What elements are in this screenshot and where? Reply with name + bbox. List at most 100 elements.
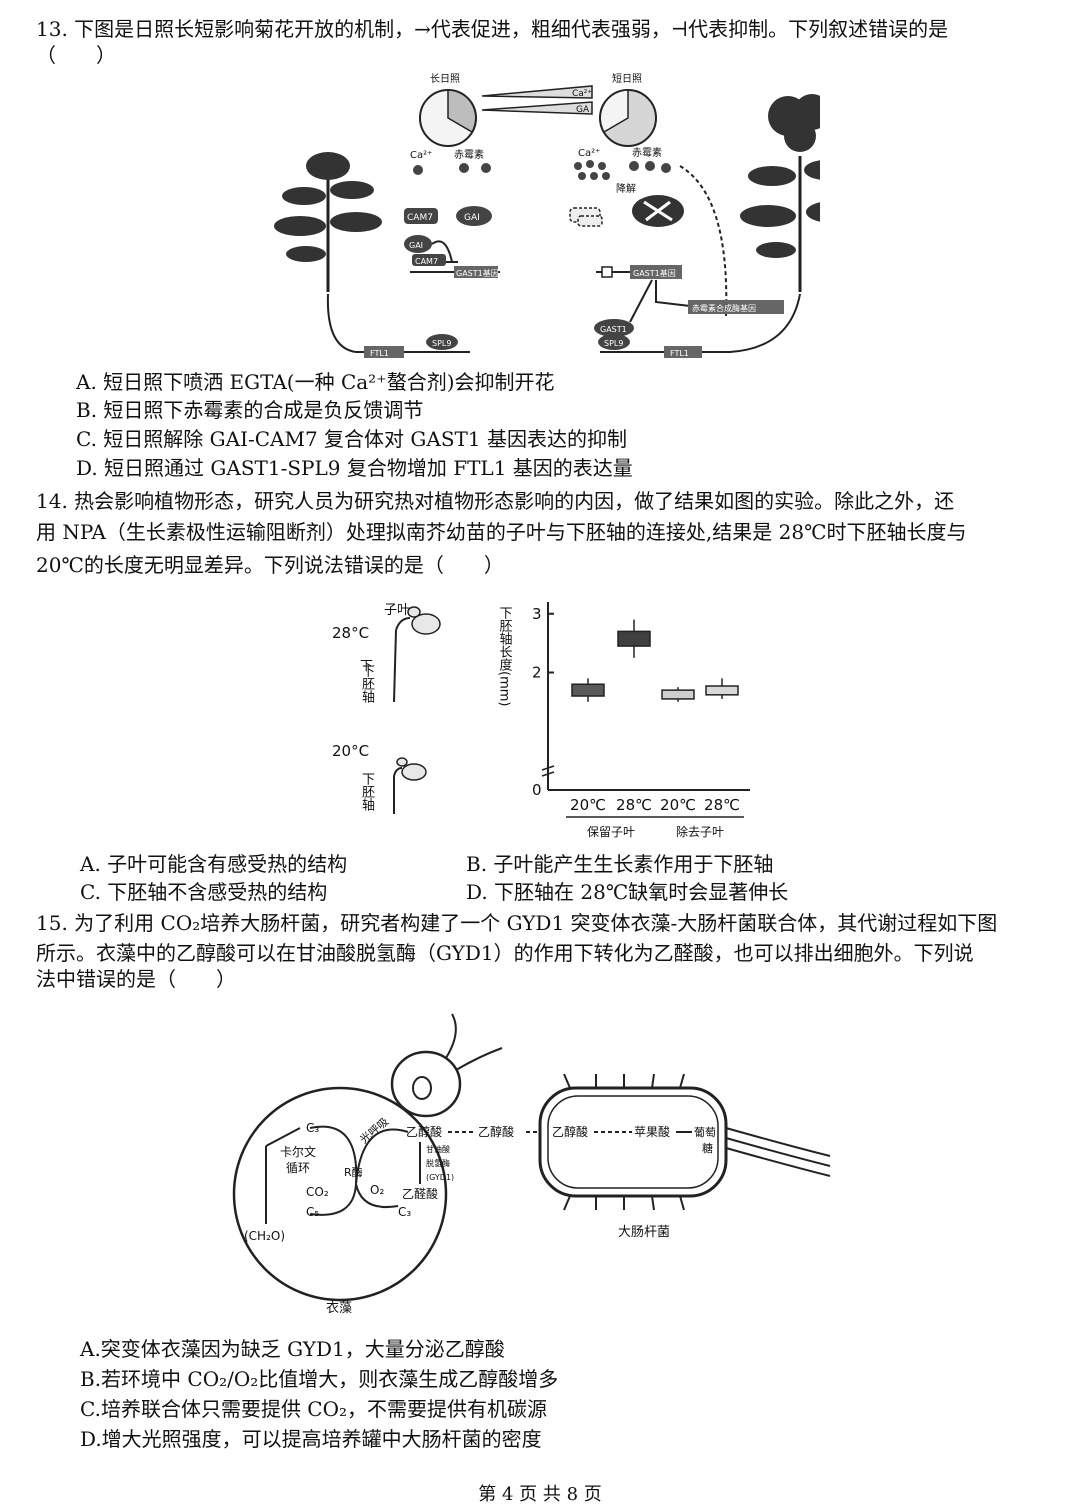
- ecoli-label: 大肠杆菌: [618, 1225, 670, 1240]
- q13-option-b[interactable]: B. 短日照下赤霉素的合成是负反馈调节: [76, 398, 424, 422]
- short-day-pie: [599, 89, 657, 147]
- q14-stem-line3: 20℃的长度无明显差异。下列说法错误的是（ ）: [36, 553, 504, 577]
- x-tick-label: 28℃: [704, 796, 740, 814]
- ecoli-path-2: 苹果酸: [634, 1124, 670, 1139]
- temp-high-label: 28°C: [332, 624, 369, 642]
- box-plot-box: [617, 630, 651, 647]
- co2-label: CO₂: [306, 1185, 329, 1199]
- q15-option-c[interactable]: C.培养联合体只需要提供 CO₂，不需要提供有机碳源: [80, 1397, 548, 1421]
- arrow-to-gast1: [629, 279, 653, 323]
- q15-option-a[interactable]: A.突变体衣藻因为缺乏 GYD1，大量分泌乙醇酸: [80, 1337, 505, 1361]
- cam7-label: CAM7: [407, 213, 433, 223]
- q13-option-a[interactable]: A. 短日照下喷洒 EGTA(一种 Ca²⁺螯合剂)会抑制开花: [76, 370, 555, 394]
- photoresp-arc: [355, 1128, 409, 1185]
- calvin-label-1: 卡尔文: [280, 1144, 316, 1159]
- inhibit-arrow: [431, 240, 453, 263]
- q14-option-b[interactable]: B. 子叶能产生生长素作用于下胚轴: [466, 852, 774, 876]
- gast1-gene-left-label: GAST1基因: [456, 268, 499, 278]
- left-plant-image: [274, 152, 382, 292]
- q14-option-d[interactable]: D. 下胚轴在 28℃缺氧时会显著伸长: [466, 880, 789, 904]
- ga-synth-gene-label: 赤霉素合成酶基因: [692, 303, 756, 313]
- x-tick-label: 20℃: [570, 796, 606, 814]
- hypocotyl-bottom-vertical: 下胚轴: [359, 772, 374, 811]
- r-enzyme-label: R酶: [344, 1166, 363, 1179]
- enzyme-label-1: 甘油酸: [426, 1144, 450, 1154]
- glycolic-out-label: 乙醇酸: [478, 1124, 514, 1139]
- flowering-arrow-right: [729, 293, 801, 353]
- ecoli-path-3: 葡萄: [694, 1126, 716, 1139]
- x-tick-label: 28℃: [616, 796, 652, 814]
- q15-stem-line2: 所示。衣藻中的乙醇酸可以在甘油酸脱氢酶（GYD1）的作用下转化为乙醛酸，也可以排…: [36, 941, 974, 965]
- seedling-short-image: [393, 757, 427, 814]
- q14-stem-line1: 14. 热会影响植物形态，研究人员为研究热对植物形态影响的内因，做了结果如图的实…: [36, 489, 955, 513]
- ga-synth-gene: [688, 300, 784, 314]
- spl9-left-blob: [426, 334, 458, 350]
- calvin-label-2: 循环: [286, 1161, 310, 1175]
- right-plant-image: [740, 94, 820, 292]
- group-label: 除去子叶: [676, 824, 724, 839]
- gai-blob: [456, 206, 492, 226]
- gai2-blob: [404, 235, 432, 253]
- ca-left-label: Ca²⁺: [410, 150, 432, 161]
- cam7b-label: CAM7: [415, 257, 438, 266]
- ga-left-label: 赤霉素: [454, 148, 484, 161]
- gast1-gene-right: [630, 265, 682, 279]
- short-day-label: 短日照: [612, 72, 642, 85]
- q13-option-d[interactable]: D. 短日照通过 GAST1-SPL9 复合物增加 FTL1 基因的表达量: [76, 456, 633, 480]
- long-day-label: 长日照: [430, 73, 460, 85]
- seedling-tall-image: [393, 606, 441, 703]
- group-label: 保留子叶: [587, 825, 635, 839]
- glycolic-label: 乙醇酸: [406, 1124, 442, 1139]
- feedback-dashed-arrow: [679, 165, 728, 317]
- gast1-gene-left: [454, 266, 498, 278]
- o2-label: O₂: [370, 1183, 384, 1197]
- degrade-label: 降解: [616, 182, 636, 195]
- spl9-right-label: SPL9: [604, 339, 623, 348]
- gast1-gene-right-label: GAST1基因: [633, 268, 676, 278]
- ga-dot-icon: [481, 163, 491, 173]
- c3-top-label: C₃: [306, 1121, 319, 1135]
- q15-stem-line3: 法中错误的是（ ）: [36, 967, 236, 991]
- arrow-to-synth: [655, 280, 691, 307]
- temp-low-label: 20°C: [332, 742, 369, 760]
- spl9-left-label: SPL9: [432, 339, 451, 348]
- flagellum-1: [445, 1013, 457, 1059]
- q13-stem-line2: （ ）: [36, 43, 116, 67]
- gast1-complex: [594, 319, 634, 337]
- glyoxylic-label: 乙醛酸: [402, 1186, 438, 1201]
- q14-seedling-figure: 子叶 28°C 下 下胚轴 20°C: [332, 603, 441, 814]
- ecoli-path-4: 糖: [702, 1141, 713, 1155]
- x-tick-label: 20℃: [660, 796, 696, 814]
- alga-label: 衣藻: [326, 1300, 352, 1316]
- q13-figure: 长日照 短日照 Ca²⁺ GA Ca²⁺ 赤霉素 Ca²⁺ 赤霉素 降解 CAM…: [274, 72, 820, 358]
- q13-option-c[interactable]: C. 短日照解除 GAI-CAM7 复合体对 GAST1 基因表达的抑制: [76, 427, 627, 451]
- cam7b-box: [412, 254, 446, 266]
- ecoli-pili: [563, 1073, 685, 1211]
- ga-dot-icon: [459, 163, 469, 173]
- long-day-pie: [419, 89, 477, 147]
- q14-stem-line2: 用 NPA（生长素极性运输阻断剂）处理拟南芥幼苗的子叶与下胚轴的连接处,结果是 …: [36, 520, 967, 544]
- q14-option-c[interactable]: C. 下胚轴不含感受热的结构: [80, 880, 328, 904]
- ch2o-label: (CH₂O): [244, 1229, 285, 1243]
- wedge-ga-label: GA: [576, 105, 590, 115]
- q15-option-d[interactable]: D.增大光照强度，可以提高培养罐中大肠杆菌的密度: [80, 1427, 542, 1451]
- ga-cluster-icon: [629, 161, 671, 173]
- ftl1-right-label: FTL1: [670, 349, 689, 358]
- ca-wedge: [481, 85, 593, 99]
- q15-option-b[interactable]: B.若环境中 CO₂/O₂比值增大，则衣藻生成乙醇酸增多: [80, 1367, 559, 1391]
- flagellum-2: [455, 1047, 503, 1071]
- gai2-label: GAI: [409, 241, 423, 250]
- page-footer: 第 4 页 共 8 页: [478, 1484, 602, 1505]
- ga-wedge: [481, 101, 593, 115]
- ca-dot-icon: [413, 165, 423, 175]
- gai-label: GAI: [464, 213, 480, 223]
- ftl1-left: [364, 346, 404, 358]
- hypocotyl-top-vertical: 下胚轴: [359, 664, 374, 703]
- ftl1-left-label: FTL1: [370, 349, 389, 358]
- ga-right-label: 赤霉素: [632, 146, 662, 159]
- organelle-icon: [390, 1050, 462, 1118]
- y-tick-label: 0: [532, 781, 542, 799]
- q14-option-a[interactable]: A. 子叶可能含有感受热的结构: [80, 852, 348, 876]
- flowering-arrow-left: [326, 293, 357, 353]
